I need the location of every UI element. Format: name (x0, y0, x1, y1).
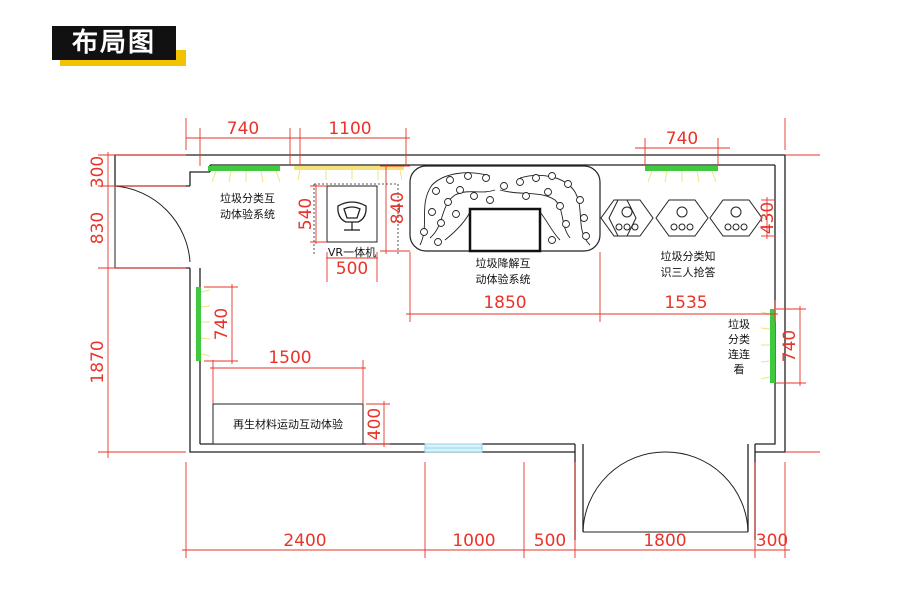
dim-bottom-1800: 1800 (643, 531, 686, 551)
dim-quiz-430: 430 (758, 202, 778, 234)
dim-left-830: 830 (88, 212, 108, 244)
label-match-line4: 看 (734, 362, 745, 376)
double-door (582, 451, 749, 533)
degradation-table (409, 165, 601, 253)
dim-quiz-1535: 1535 (664, 293, 707, 313)
dim-top-740-right: 740 (666, 129, 698, 149)
label-match-line1: 垃圾 (728, 317, 750, 331)
dim-vr-540: 540 (296, 198, 316, 230)
quiz-podiums (600, 199, 763, 237)
label-vr: VR一体机 (328, 245, 376, 259)
dim-left-1870: 1870 (88, 340, 108, 383)
vr-station (313, 183, 399, 256)
dim-bottom-1000: 1000 (452, 531, 495, 551)
screen-left-wall (196, 287, 211, 361)
label-degrade-line2: 动体验系统 (476, 272, 531, 286)
dim-left-300: 300 (88, 156, 108, 188)
dim-bottom-2400: 2400 (283, 531, 326, 551)
label-quiz-line1: 垃圾分类知 (661, 249, 716, 263)
dim-degrade-840: 840 (388, 192, 408, 224)
label-degrade-line1: 垃圾降解互 (476, 256, 531, 270)
dim-bottom-500: 500 (534, 531, 566, 551)
dimension-lines (98, 118, 820, 558)
dim-screen-740: 740 (212, 308, 232, 340)
screen-top-right (645, 166, 718, 183)
dimension-labels: 740 1100 740 300 830 1870 540 500 840 18… (88, 119, 800, 551)
quiz-podium-2 (655, 199, 709, 237)
title-banner: 布局图 (52, 26, 186, 68)
label-match-line2: 分类 (728, 332, 750, 346)
label-recycle-interactive-line1: 垃圾分类互 (220, 191, 275, 205)
quiz-podium-1 (600, 199, 654, 237)
dim-top-1100: 1100 (328, 119, 371, 139)
label-match-line3: 连连 (728, 348, 750, 361)
label-material: 再生材料运动互动体验 (233, 417, 343, 431)
label-quiz-line2: 识三人抢答 (661, 265, 716, 279)
dim-top-740-left: 740 (227, 119, 259, 139)
label-recycle-interactive-line2: 动体验系统 (220, 207, 275, 221)
light-bar-top (294, 166, 404, 181)
screen-top-left (208, 166, 281, 183)
window (424, 443, 483, 453)
material-experience-area (212, 403, 364, 445)
page-title: 布局图 (52, 26, 176, 60)
dim-vr-500: 500 (336, 259, 368, 279)
quiz-podium-3 (709, 199, 763, 237)
dim-right-740: 740 (780, 330, 800, 362)
dim-bottom-300: 300 (756, 531, 788, 551)
left-door (114, 185, 191, 268)
area-labels: 垃圾分类互 动体验系统 VR一体机 垃圾降解互 动体验系统 垃圾分类知 识三人抢… (220, 191, 750, 431)
dim-degrade-1850: 1850 (483, 293, 526, 313)
degradation-screen (468, 207, 542, 253)
dim-material-1500: 1500 (268, 348, 311, 368)
screen-right-wall (760, 309, 775, 383)
vr-headset-icon (337, 201, 367, 231)
dim-material-400: 400 (365, 408, 385, 440)
